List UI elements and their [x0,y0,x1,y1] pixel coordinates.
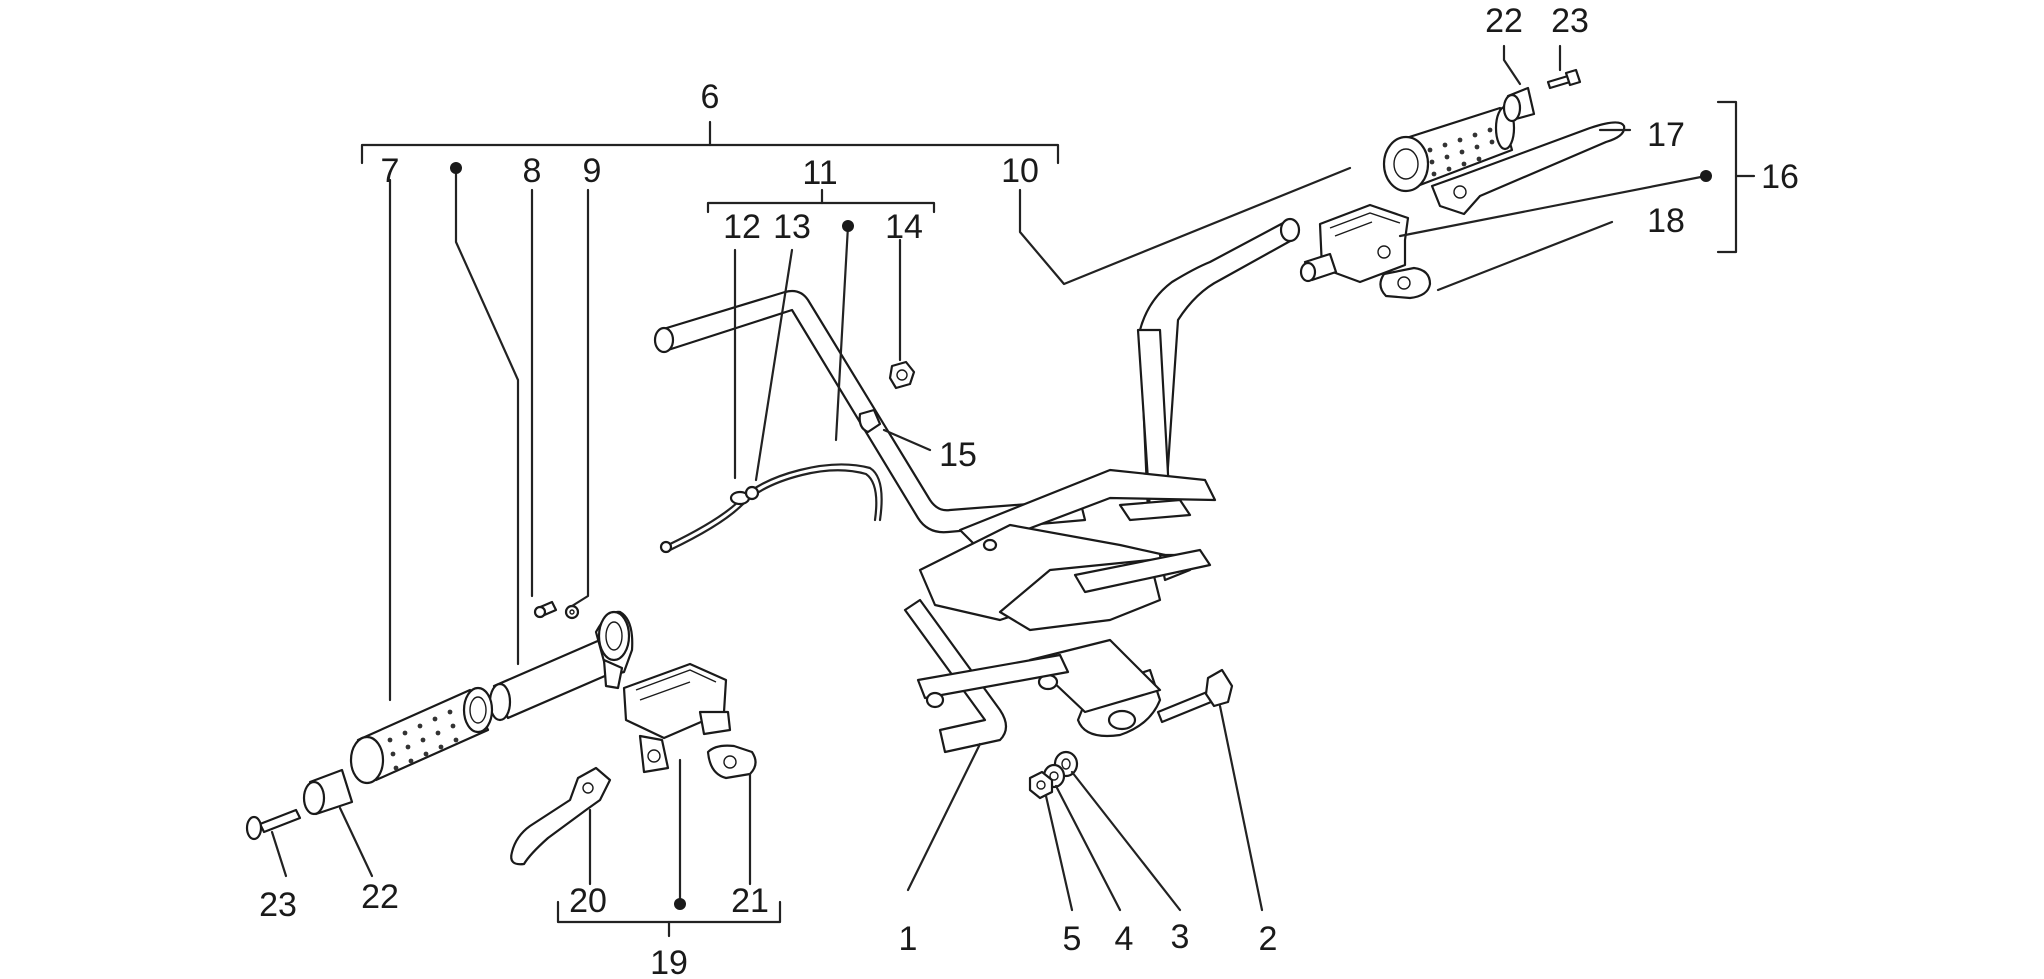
label-1: 1 [899,920,918,958]
small-screw [533,600,558,619]
left-bar-end [302,768,354,816]
group-bracket-16 [1716,100,1756,254]
label-7: 7 [381,152,400,190]
left-master-cylinder [622,662,732,774]
throttle-tube [488,610,634,722]
handlebar-lower-tube [903,598,1070,754]
label-11: 11 [802,154,837,192]
label-6: 6 [701,78,720,116]
label-21: 21 [731,882,769,920]
left-brake-lever [510,766,612,866]
label-15: 15 [939,436,977,474]
right-grip [1382,105,1516,193]
label-22-left: 22 [361,878,399,916]
throttle-cable [659,463,883,554]
part-labels: 6 7 8 9 10 11 12 13 14 15 16 17 18 22 23… [259,2,1799,979]
label-23-right: 23 [1551,2,1589,40]
left-clamp [706,744,757,780]
group-bracket-6 [360,120,1060,165]
nut-5 [1028,770,1054,800]
right-bar-end [1502,86,1536,123]
label-13: 13 [773,208,811,246]
label-16: 16 [1761,158,1799,196]
label-9: 9 [583,152,602,190]
label-8: 8 [523,152,542,190]
cable-clip [858,408,882,434]
right-clamp [1379,266,1432,300]
assembly-markers [450,162,1712,910]
label-2: 2 [1259,920,1278,958]
leader-lines [270,44,1708,912]
label-4: 4 [1115,920,1134,958]
mounting-bolt [1156,668,1234,724]
group-bracket-19 [556,900,782,938]
label-22-right: 22 [1485,2,1523,40]
left-bar-end-screw [245,808,302,841]
label-19: 19 [650,944,688,979]
label-14: 14 [885,208,923,246]
label-18: 18 [1647,202,1685,240]
cable-nut [888,360,916,390]
right-bar-end-screw [1546,68,1582,90]
label-3: 3 [1171,918,1190,956]
label-5: 5 [1063,920,1082,958]
group-bracket-11 [706,188,936,214]
small-washer [564,604,580,620]
right-brake-lever [1430,121,1626,216]
left-grip [349,686,494,785]
label-20: 20 [569,882,607,920]
label-23-left: 23 [259,886,297,924]
label-12: 12 [723,208,761,246]
label-17: 17 [1647,116,1685,154]
right-master-cylinder [1299,203,1410,284]
label-10: 10 [1001,152,1039,190]
